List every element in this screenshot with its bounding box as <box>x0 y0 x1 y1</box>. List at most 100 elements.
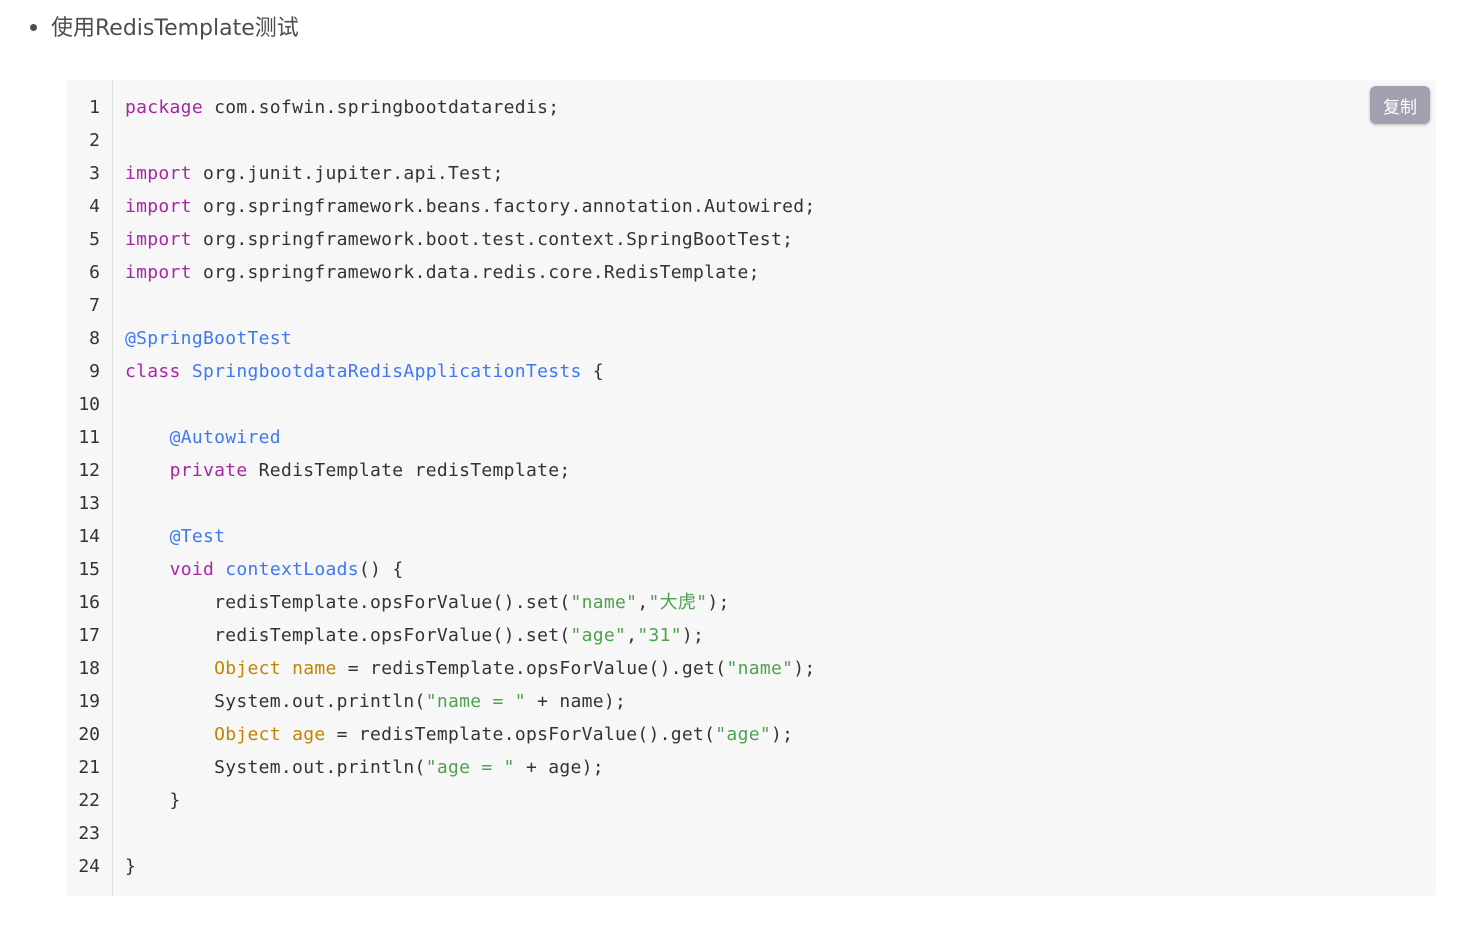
code-token-annotation: @Autowired <box>169 427 281 448</box>
line-number: 8 <box>89 328 100 349</box>
code-line: Object age = redisTemplate.opsForValue()… <box>125 718 816 751</box>
code-token-string: "大虎" <box>648 592 708 613</box>
code-token-plain: = redisTemplate.opsForValue().get( <box>325 724 716 745</box>
code-token-annotation: @Test <box>169 526 226 547</box>
line-number: 16 <box>78 592 100 613</box>
line-number: 5 <box>89 229 100 250</box>
code-token-annotation: @SpringBootTest <box>125 328 293 349</box>
code-token-plain: com.sofwin.springbootdataredis; <box>202 97 560 118</box>
line-number: 18 <box>78 658 100 679</box>
bullet-icon <box>30 23 37 31</box>
code-line: import org.junit.jupiter.api.Test; <box>125 157 816 190</box>
code-token-plain <box>281 724 292 745</box>
code-token-string: "age" <box>715 724 771 745</box>
code-token-keyword: package <box>125 97 203 118</box>
line-number: 11 <box>78 427 100 448</box>
code-token-plain: , <box>626 625 638 646</box>
code-token-plain: = redisTemplate.opsForValue().get( <box>336 658 727 679</box>
code-line: import org.springframework.data.redis.co… <box>125 256 816 289</box>
code-token-plain <box>125 460 170 481</box>
line-number: 21 <box>78 757 100 778</box>
code-token-plain: ); <box>770 724 794 745</box>
code-token-keyword: class <box>125 361 181 382</box>
code-token-plain: System.out.println( <box>125 757 426 778</box>
code-line: System.out.println("age = " + age); <box>125 751 816 784</box>
line-number: 10 <box>78 394 100 415</box>
line-number: 2 <box>89 130 100 151</box>
code-token-plain: , <box>637 592 649 613</box>
code-token-plain: { <box>581 361 604 382</box>
code-token-plain: ); <box>681 625 705 646</box>
list-item: 使用RedisTemplate测试 <box>30 8 299 44</box>
code-token-plain: System.out.println( <box>125 691 426 712</box>
code-token-type: Object <box>214 658 281 679</box>
code-token-keyword: import <box>125 196 192 217</box>
code-line: redisTemplate.opsForValue().set("name","… <box>125 586 816 619</box>
line-number: 6 <box>89 262 100 283</box>
line-number: 20 <box>78 724 100 745</box>
code-line: } <box>125 784 816 817</box>
code-token-keyword: import <box>125 229 192 250</box>
code-line: @Test <box>125 520 816 553</box>
code-token-plain: ); <box>707 592 730 613</box>
code-token-string: "age = " <box>425 757 515 778</box>
line-number: 22 <box>78 790 100 811</box>
code-token-plain: org.junit.jupiter.api.Test; <box>191 163 504 184</box>
code-token-variable: age <box>292 724 326 745</box>
code-line: @Autowired <box>125 421 816 454</box>
code-token-plain: } <box>125 790 181 811</box>
line-number: 23 <box>78 823 100 844</box>
code-token-plain: ); <box>793 658 816 679</box>
code-content: package com.sofwin.springbootdataredis; … <box>125 91 816 883</box>
code-token-string: "name = " <box>425 691 526 712</box>
code-token-string: "31" <box>637 625 682 646</box>
line-number: 17 <box>78 625 100 646</box>
code-line: import org.springframework.boot.test.con… <box>125 223 816 256</box>
line-number: 3 <box>89 163 100 184</box>
code-token-plain: org.springframework.data.redis.core.Redi… <box>191 262 760 283</box>
code-token-keyword: void <box>169 559 215 580</box>
code-line: redisTemplate.opsForValue().set("age","3… <box>125 619 816 652</box>
code-token-plain: redisTemplate.opsForValue().set( <box>125 592 571 613</box>
code-token-string: "name" <box>570 592 638 613</box>
code-token-title: SpringbootdataRedisApplicationTests <box>191 361 582 382</box>
code-token-plain <box>125 427 170 448</box>
code-token-plain <box>281 658 292 679</box>
code-token-plain <box>214 559 225 580</box>
code-token-plain: + age); <box>514 757 604 778</box>
code-line: Object name = redisTemplate.opsForValue(… <box>125 652 816 685</box>
line-number: 1 <box>89 97 100 118</box>
section-heading: 使用RedisTemplate测试 <box>51 16 299 41</box>
code-line: void contextLoads() { <box>125 553 816 586</box>
code-token-plain: org.springframework.beans.factory.annota… <box>191 196 816 217</box>
line-number: 13 <box>78 493 100 514</box>
code-token-plain: } <box>125 856 137 877</box>
code-line <box>125 817 816 850</box>
code-line: class SpringbootdataRedisApplicationTest… <box>125 355 816 388</box>
line-number: 4 <box>89 196 100 217</box>
code-line: private RedisTemplate redisTemplate; <box>125 454 816 487</box>
code-line: import org.springframework.beans.factory… <box>125 190 816 223</box>
code-token-plain: + name); <box>525 691 627 712</box>
code-token-plain <box>181 361 192 382</box>
code-token-plain <box>125 526 170 547</box>
code-line: @SpringBootTest <box>125 322 816 355</box>
code-token-plain: redisTemplate.opsForValue().set( <box>125 625 571 646</box>
code-token-keyword: private <box>169 460 248 481</box>
code-token-string: "age" <box>570 625 627 646</box>
copy-button[interactable]: 复制 <box>1370 86 1430 124</box>
line-number: 14 <box>78 526 100 547</box>
code-line <box>125 487 816 520</box>
code-token-plain: RedisTemplate redisTemplate; <box>247 460 571 481</box>
line-number: 15 <box>78 559 100 580</box>
code-line: package com.sofwin.springbootdataredis; <box>125 91 816 124</box>
code-line <box>125 388 816 421</box>
line-number: 24 <box>78 856 100 877</box>
code-line: System.out.println("name = " + name); <box>125 685 816 718</box>
code-token-plain: org.springframework.boot.test.context.Sp… <box>191 229 794 250</box>
code-token-string: "name" <box>726 658 794 679</box>
line-number: 9 <box>89 361 100 382</box>
code-token-type: Object <box>214 724 281 745</box>
